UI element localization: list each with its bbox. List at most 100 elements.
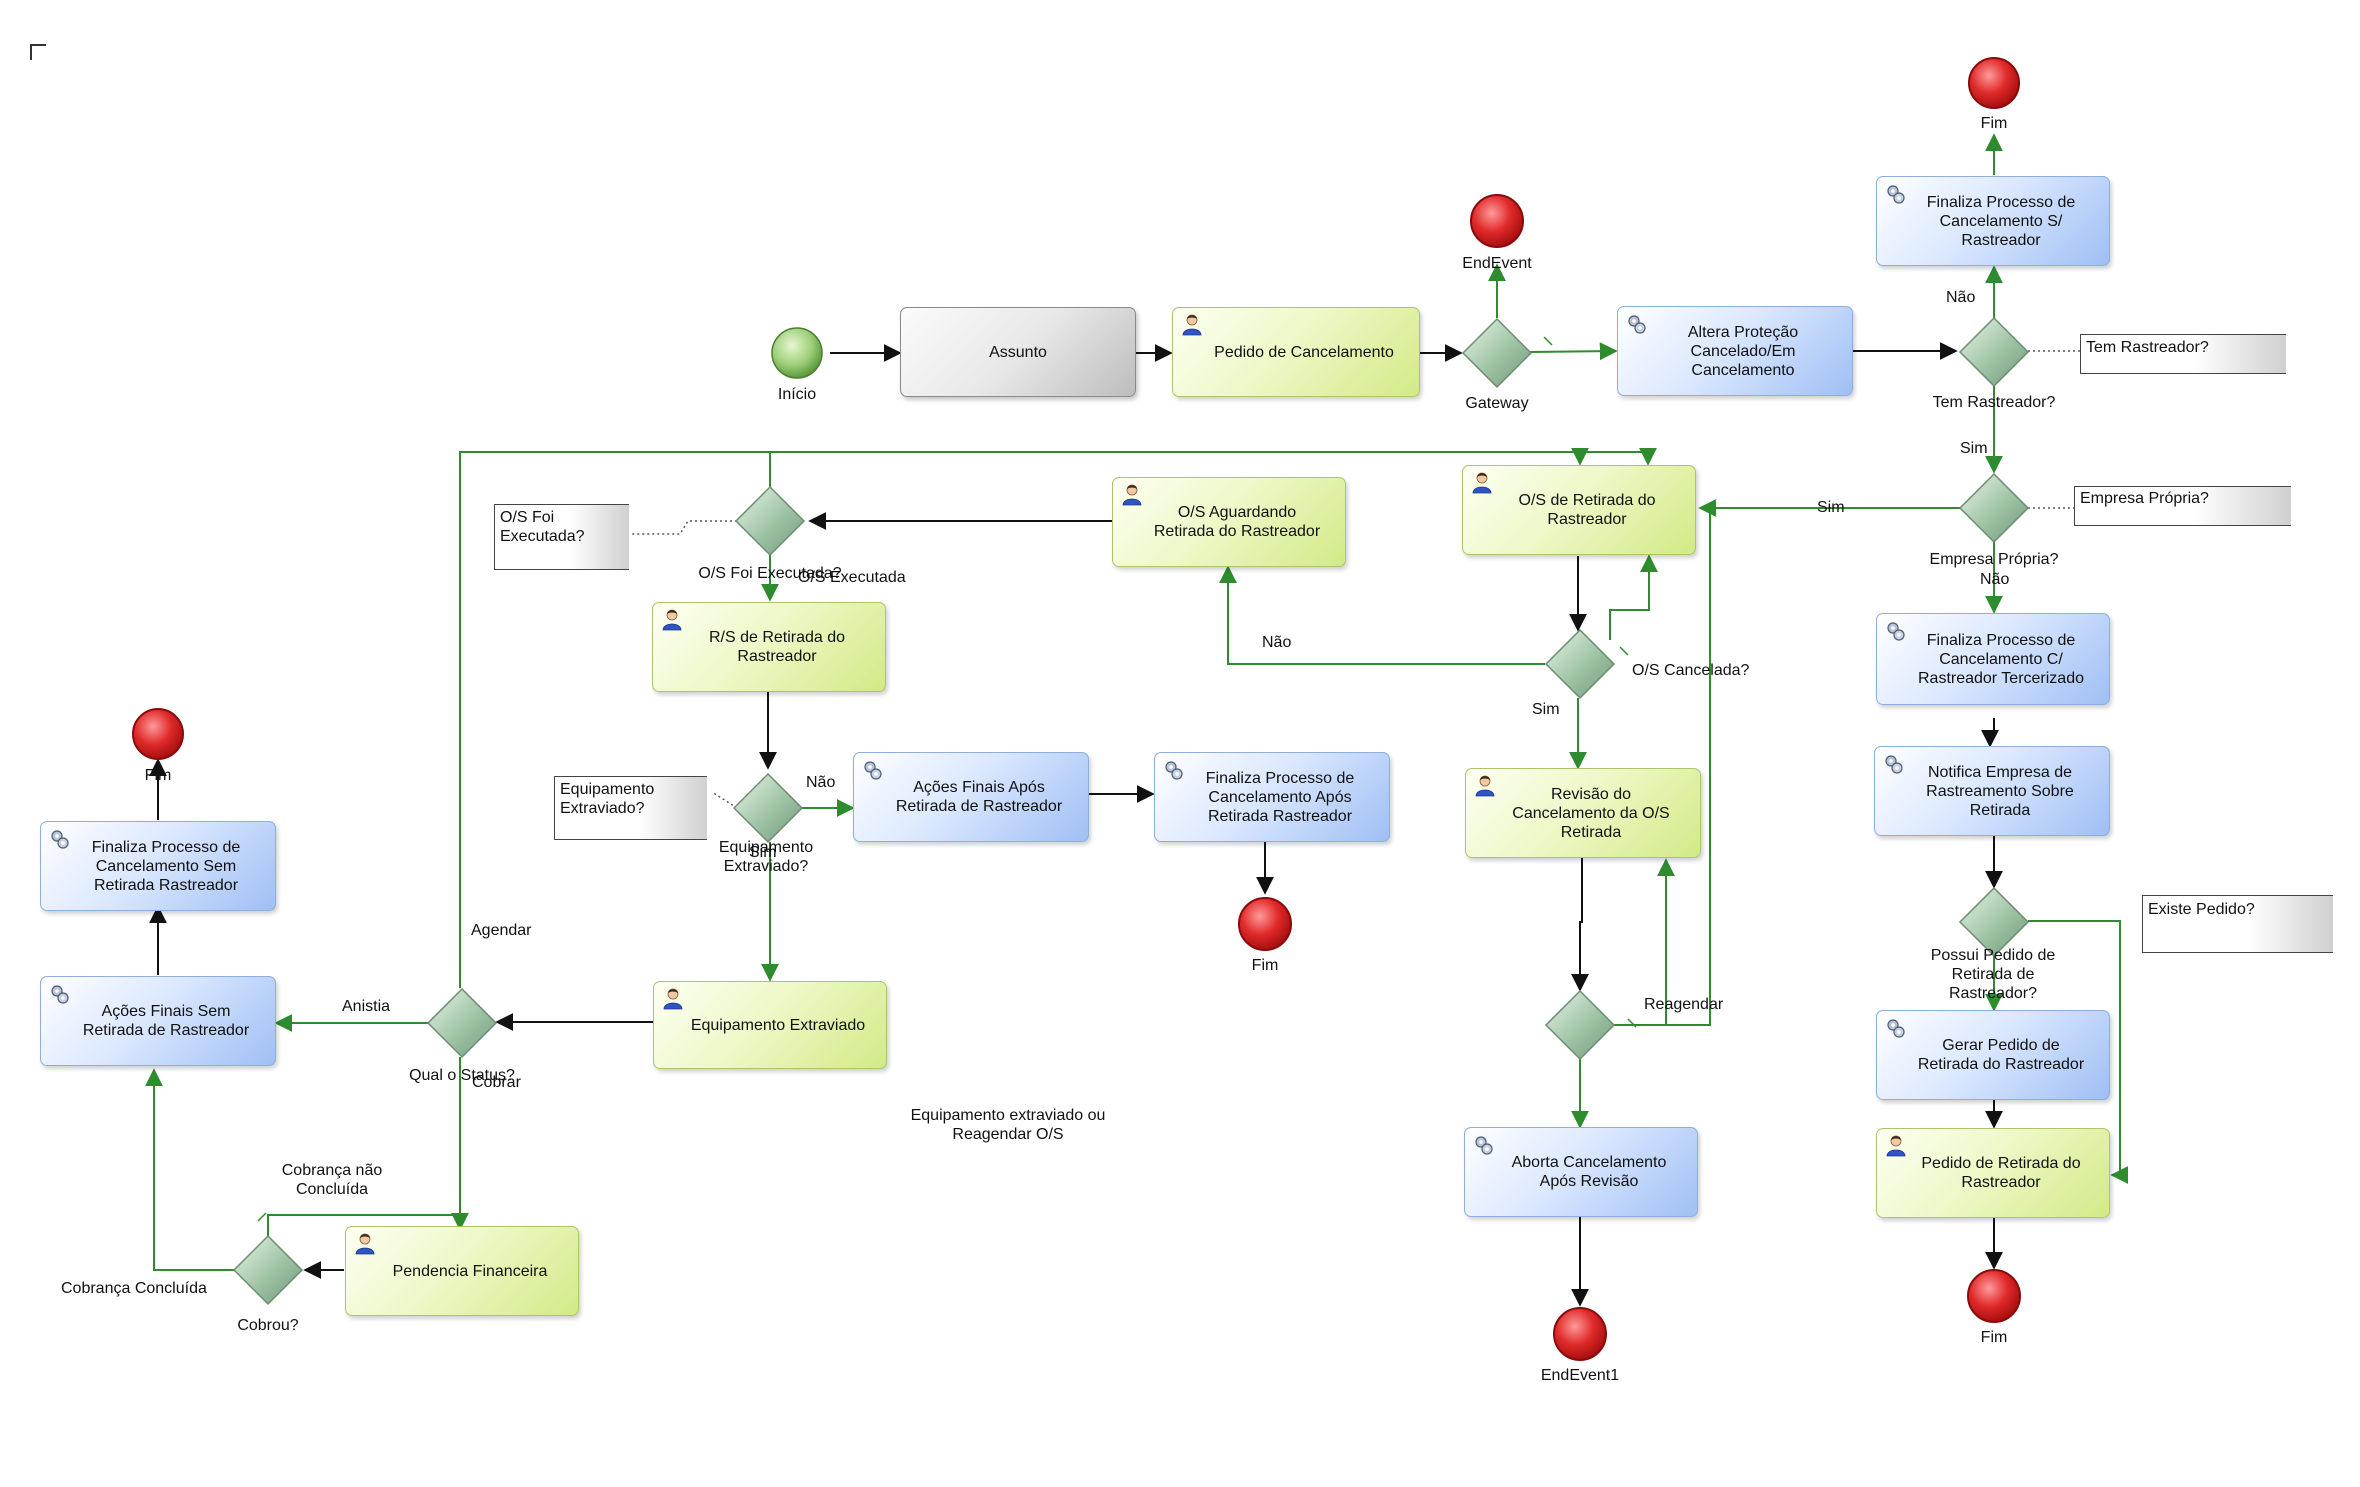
task-label: Gerar Pedido de Retirada do Rastreador <box>1917 1037 2085 1073</box>
gear-icon <box>1887 185 1905 204</box>
task-finaliza-sem-rastreador[interactable]: Finaliza Processo de Cancelamento S/ Ras… <box>1876 176 2110 266</box>
task-label: Revisão do Cancelamento da O/S Retirada <box>1512 785 1670 841</box>
task-label: Pedido de Retirada do Rastreador <box>1921 1155 2081 1191</box>
task-acoes-finais-sem[interactable]: Ações Finais Sem Retirada de Rastreador <box>40 976 276 1066</box>
gear-icon <box>1887 622 1905 641</box>
flow-label-nao: Não <box>1980 571 2010 588</box>
task-finaliza-sem-retirada[interactable]: Finaliza Processo de Cancelamento Sem Re… <box>40 821 276 911</box>
flow-label-reagendar: Reagendar <box>1644 996 1724 1013</box>
task-finaliza-apos-retirada[interactable]: Finaliza Processo de Cancelamento Após R… <box>1154 752 1390 842</box>
gear-icon <box>51 985 69 1004</box>
task-label: Finaliza Processo de Cancelamento S/ Ras… <box>1926 193 2076 249</box>
annotation-existe-pedido: Existe Pedido? <box>2148 901 2255 918</box>
flow-label-sim: Sim <box>1532 701 1560 718</box>
end-event-fim-left[interactable] <box>132 708 184 760</box>
task-label: Ações Finais Após Retirada de Rastreador <box>895 779 1063 815</box>
gear-icon <box>51 830 69 849</box>
user-icon <box>1182 314 1202 336</box>
annotation-os-foi-executada-box <box>494 504 629 570</box>
task-os-retirada[interactable]: O/S de Retirada do Rastreador <box>1462 465 1696 555</box>
task-revisao-cancelamento[interactable]: Revisão do Cancelamento da O/S Retirada <box>1465 768 1701 858</box>
task-os-aguardando[interactable]: O/S Aguardando Retirada do Rastreador <box>1112 477 1346 567</box>
gateway-os-cancelada[interactable] <box>1544 628 1616 700</box>
user-icon <box>355 1233 375 1255</box>
end-event-endevent[interactable] <box>1470 194 1524 248</box>
gateway-gateway[interactable] <box>1461 317 1533 389</box>
label-possui-pedido: Possui Pedido de Retirada de Rastreador? <box>1930 947 2056 1002</box>
flow-tercerizado-notifica[interactable] <box>1981 718 1999 748</box>
annotation-existe-pedido-box <box>2142 895 2333 953</box>
label-inicio: Início <box>777 386 817 403</box>
task-pedido-cancelamento[interactable]: Pedido de Cancelamento <box>1172 307 1420 397</box>
flow-oscancelada-aguardando[interactable] <box>1219 565 1545 665</box>
flow-label-cobranca-nao-concluida: Cobrança não Concluída <box>281 1162 383 1198</box>
task-aborta-cancelamento[interactable]: Aborta Cancelamento Após Revisão <box>1464 1127 1698 1217</box>
task-label: R/S de Retirada do Rastreador <box>708 629 846 665</box>
gear-icon <box>1885 755 1903 774</box>
task-assunto[interactable]: Assunto <box>900 307 1136 397</box>
flow-label-cobrar: Cobrar <box>472 1074 521 1091</box>
flow-label-nao: Não <box>1946 289 1976 306</box>
label-qual-status: Qual o Status? <box>409 1067 515 1084</box>
annotation-empresa-propria-box <box>2074 486 2291 526</box>
flow-label-os-cancelada: O/S Cancelada? <box>1632 662 1750 679</box>
user-icon <box>662 609 682 631</box>
flow-label-cobranca-concluida: Cobrança Concluída <box>61 1280 207 1297</box>
task-label: Finaliza Processo de Cancelamento Sem Re… <box>91 838 241 894</box>
gateway-cobrou[interactable] <box>232 1234 304 1306</box>
user-icon <box>1886 1135 1906 1157</box>
task-gerar-pedido[interactable]: Gerar Pedido de Retirada do Rastreador <box>1876 1010 2110 1100</box>
gateway-possui-pedido[interactable] <box>1958 886 2030 958</box>
end-event-fim-middle[interactable] <box>1238 897 1292 951</box>
assoc-os-foi-executada <box>632 520 737 535</box>
annotation-free-text: Equipamento extraviado ou Reagendar O/S <box>910 1107 1106 1143</box>
label-gateway: Gateway <box>1465 395 1529 412</box>
annotation-tem-rastreador: Tem Rastreador? <box>2086 339 2209 356</box>
task-label: Altera Proteção Cancelado/Em Cancelament… <box>1687 323 1799 379</box>
task-rs-retirada[interactable]: R/S de Retirada do Rastreador <box>652 602 886 692</box>
task-label: Notifica Empresa de Rastreamento Sobre R… <box>1926 763 2074 819</box>
label-endevent1: EndEvent1 <box>1540 1367 1620 1384</box>
annotation-empresa-propria: Empresa Própria? <box>2080 490 2209 507</box>
gateway-tem-rastreador[interactable] <box>1958 316 2030 388</box>
task-equipamento-extraviado[interactable]: Equipamento Extraviado <box>653 981 887 1069</box>
task-pedido-retirada[interactable]: Pedido de Retirada do Rastreador <box>1876 1128 2110 1218</box>
flow-gateway-altera[interactable] <box>1529 342 1618 361</box>
label-fim-right: Fim <box>1980 1329 2008 1346</box>
task-notifica-empresa[interactable]: Notifica Empresa de Rastreamento Sobre R… <box>1874 746 2110 836</box>
task-label: Aborta Cancelamento Após Revisão <box>1511 1154 1667 1190</box>
task-label: Finaliza Processo de Cancelamento C/ Ras… <box>1917 631 2084 687</box>
task-altera-protecao[interactable]: Altera Proteção Cancelado/Em Cancelament… <box>1617 306 1853 396</box>
gateway-os-foi-executada[interactable] <box>734 485 806 557</box>
flow-possui-pedidoretirada[interactable] <box>2028 920 2129 1184</box>
task-acoes-finais-apos[interactable]: Ações Finais Após Retirada de Rastreador <box>853 752 1089 842</box>
flow-label-anistia: Anistia <box>342 998 391 1015</box>
flow-revisao-gateway[interactable] <box>1571 857 1589 992</box>
label-fim-top: Fim <box>1980 115 2008 132</box>
flow-agendar-osretirada[interactable] <box>459 447 1657 988</box>
end-event-fim-top[interactable] <box>1968 57 2020 109</box>
end-event-fim-right[interactable] <box>1967 1269 2021 1323</box>
task-finaliza-terceirizado[interactable]: Finaliza Processo de Cancelamento C/ Ras… <box>1876 613 2110 705</box>
gateway-qual-status[interactable] <box>426 987 498 1059</box>
flow-cobranca-concluida[interactable] <box>145 1068 235 1271</box>
canvas-corner-marker <box>30 44 46 60</box>
task-label: Assunto <box>989 343 1047 361</box>
task-label: Pedido de Cancelamento <box>1214 343 1394 361</box>
start-event-inicio[interactable] <box>771 327 823 379</box>
end-event-endevent1[interactable] <box>1553 1307 1607 1361</box>
label-empresa-propria: Empresa Própria? <box>1929 551 2059 568</box>
task-label: Pendencia Financeira <box>392 1262 548 1280</box>
task-pendencia-financeira[interactable]: Pendencia Financeira <box>345 1226 579 1316</box>
annotation-os-foi-executada: O/S Foi Executada? <box>500 509 585 545</box>
gear-icon <box>864 761 882 780</box>
flow-oscancelada-osretirada[interactable] <box>1609 554 1658 640</box>
gateway-equipamento-extraviado[interactable] <box>732 772 804 844</box>
gateway-reagendar[interactable] <box>1544 989 1616 1061</box>
label-cobrou: Cobrou? <box>237 1317 299 1334</box>
gateway-empresa-propria[interactable] <box>1958 472 2030 544</box>
label-fim-middle: Fim <box>1251 957 1279 974</box>
flow-reagendar-osretirada[interactable] <box>1614 508 1711 1026</box>
user-icon <box>663 988 683 1010</box>
